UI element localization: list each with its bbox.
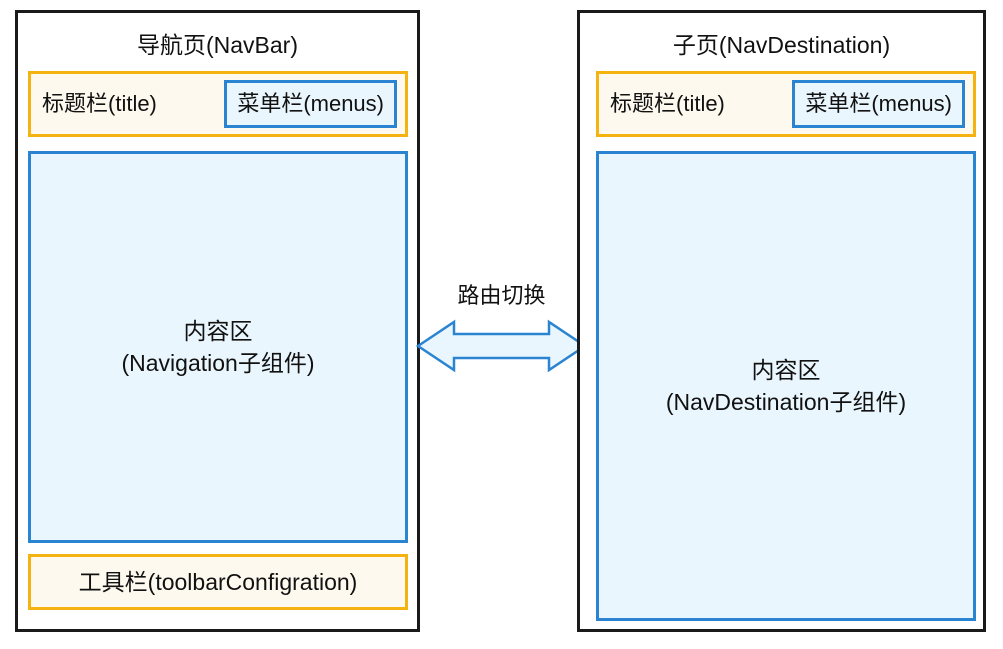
navbar-titlebar: 标题栏(title) 菜单栏(menus): [28, 71, 408, 137]
navbar-content-line1: 内容区: [183, 318, 253, 344]
navbar-panel: 导航页(NavBar) 标题栏(title) 菜单栏(menus) 内容区 (N…: [15, 10, 420, 632]
navdestination-menus-box: 菜单栏(menus): [792, 80, 965, 128]
navdestination-content-area: 内容区 (NavDestination子组件): [596, 151, 976, 621]
double-headed-arrow-icon: [415, 319, 588, 373]
navdestination-menus-label: 菜单栏(menus): [805, 91, 952, 116]
navbar-content-line2: (Navigation子组件): [121, 350, 315, 376]
navbar-toolbar-label: 工具栏(toolbarConfigration): [78, 569, 358, 595]
navbar-menus-label: 菜单栏(menus): [237, 91, 384, 116]
route-switch-label: 路由切换: [457, 283, 546, 308]
navdestination-panel: 子页(NavDestination) 标题栏(title) 菜单栏(menus)…: [577, 10, 986, 632]
route-switch-connector: 路由切换: [414, 282, 589, 378]
navdestination-content-line2: (NavDestination子组件): [665, 389, 907, 415]
navdestination-content-line1: 内容区: [751, 357, 821, 383]
navdestination-panel-title: 子页(NavDestination): [672, 32, 891, 58]
navbar-menus-box: 菜单栏(menus): [224, 80, 397, 128]
navbar-toolbar: 工具栏(toolbarConfigration): [28, 554, 408, 610]
navbar-panel-title: 导航页(NavBar): [136, 32, 298, 58]
navbar-title-label: 标题栏(title): [42, 91, 157, 116]
navdestination-title-label: 标题栏(title): [610, 91, 725, 116]
navdestination-titlebar: 标题栏(title) 菜单栏(menus): [596, 71, 976, 137]
navbar-content-area: 内容区 (Navigation子组件): [28, 151, 408, 543]
